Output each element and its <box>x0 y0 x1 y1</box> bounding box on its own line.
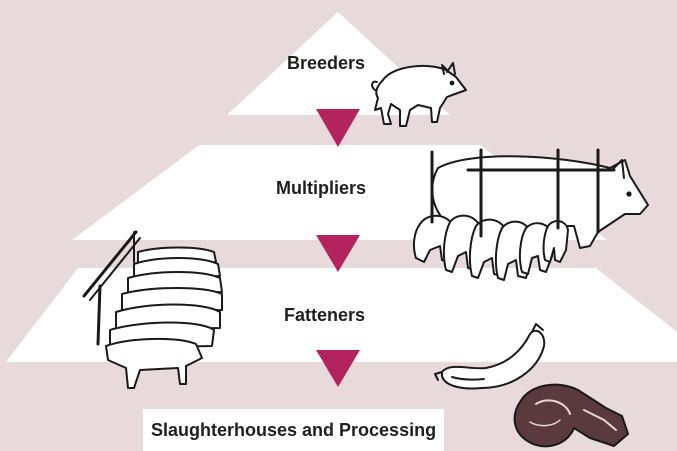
arrow-down-icon <box>316 235 360 272</box>
sausage-and-steak-icon <box>434 323 629 448</box>
pen-of-pigs-icon <box>82 230 223 389</box>
level-label-slaughterhouses: Slaughterhouses and Processing <box>143 409 445 451</box>
level-label-multipliers: Multipliers <box>276 178 367 198</box>
arrow-down-icon <box>316 109 360 147</box>
level-label-fatteners: Fatteners <box>284 305 366 325</box>
sow-with-piglets-icon <box>412 148 649 281</box>
boar-icon <box>371 62 467 127</box>
level-label-breeders: Breeders <box>287 53 366 73</box>
arrow-down-icon <box>316 350 360 387</box>
